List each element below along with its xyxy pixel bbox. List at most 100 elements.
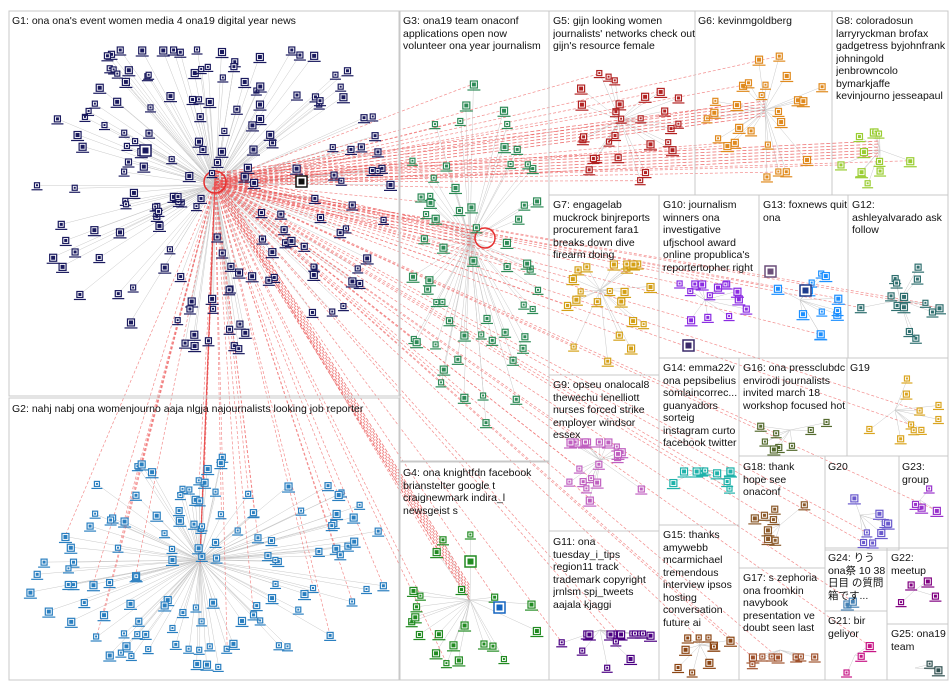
- node-g1: [253, 100, 267, 111]
- node-g6: [780, 168, 793, 178]
- node-g1: [336, 93, 350, 104]
- cross-edge: [214, 184, 476, 244]
- node-g1: [55, 220, 68, 230]
- node-g2: [324, 631, 337, 641]
- node-g1: [89, 100, 101, 109]
- node-g6: [773, 52, 786, 62]
- node-g12: [854, 304, 867, 314]
- node-g15: [686, 669, 698, 678]
- node-g2: [347, 537, 361, 548]
- edge: [182, 559, 201, 613]
- node-g1: [232, 345, 245, 355]
- edge: [199, 559, 314, 589]
- edge: [764, 109, 807, 160]
- node-g1: [290, 164, 304, 175]
- edge: [75, 184, 216, 189]
- node-g2: [247, 509, 260, 519]
- avatar-node: [682, 339, 695, 352]
- node-g17: [756, 653, 768, 662]
- edge: [764, 109, 769, 146]
- node-g15: [693, 634, 705, 643]
- node-g3: [457, 393, 471, 404]
- node-g1: [158, 263, 172, 274]
- node-g2: [209, 538, 222, 548]
- node-g1: [129, 138, 141, 147]
- cross-edge: [214, 181, 620, 635]
- node-g5: [593, 69, 605, 79]
- edge: [214, 55, 314, 186]
- node-g2: [103, 651, 117, 662]
- node-g2: [190, 604, 202, 613]
- avatar-node: [464, 555, 477, 568]
- node-g4: [486, 642, 499, 652]
- cross-edge: [214, 181, 228, 650]
- edge: [704, 299, 747, 310]
- node-g14: [690, 467, 704, 478]
- node-g2: [341, 542, 354, 552]
- cross-edge: [214, 181, 444, 248]
- node-g2: [325, 522, 338, 532]
- node-g12: [926, 308, 939, 318]
- node-g14: [677, 467, 691, 478]
- node-g2: [62, 565, 74, 574]
- edge: [177, 184, 216, 197]
- node-g6: [707, 108, 721, 119]
- edge: [799, 299, 838, 311]
- edge: [193, 184, 216, 346]
- node-g3: [518, 333, 531, 343]
- node-g2: [183, 486, 195, 495]
- edge: [199, 540, 272, 561]
- edge: [764, 109, 787, 172]
- edge: [197, 49, 216, 186]
- node-g1: [263, 130, 277, 141]
- cross-edge: [214, 181, 592, 479]
- node-g1: [167, 46, 180, 56]
- node-g14: [666, 478, 680, 490]
- cross-edge: [214, 180, 641, 183]
- node-g3: [430, 341, 442, 350]
- cross-edge: [214, 181, 870, 646]
- node-g2: [322, 482, 335, 492]
- edge: [469, 239, 524, 349]
- group-box-g2: [8, 397, 400, 681]
- edge: [214, 49, 293, 186]
- edge: [169, 95, 216, 186]
- node-g3: [505, 160, 517, 170]
- edge: [214, 104, 320, 186]
- node-g9: [579, 438, 592, 448]
- node-g1: [194, 113, 207, 123]
- node-g1: [203, 97, 217, 109]
- node-g4: [455, 585, 468, 596]
- node-g3: [475, 331, 487, 340]
- edge: [199, 559, 289, 648]
- node-g11: [644, 631, 657, 642]
- edge: [469, 83, 474, 241]
- edge: [894, 409, 923, 431]
- edge: [199, 559, 305, 594]
- edge: [133, 184, 216, 193]
- node-g3: [501, 262, 514, 273]
- edge: [619, 119, 651, 145]
- edge: [577, 269, 601, 291]
- node-g2: [193, 497, 206, 507]
- node-g10: [723, 312, 735, 322]
- edge: [435, 124, 471, 241]
- node-g1: [202, 337, 215, 347]
- edge: [599, 263, 627, 291]
- node-g17: [746, 661, 758, 670]
- edge: [441, 239, 471, 383]
- node-g1: [179, 339, 192, 349]
- edge: [199, 559, 257, 606]
- node-g3: [512, 215, 525, 225]
- edge: [469, 124, 508, 241]
- cross-edge: [214, 181, 727, 286]
- node-g2: [214, 458, 228, 470]
- node-g21: [841, 669, 853, 678]
- cross-edge: [214, 181, 335, 524]
- node-g22: [895, 599, 907, 608]
- node-g1: [256, 235, 269, 245]
- node-g19: [863, 425, 875, 435]
- node-g1: [358, 114, 371, 124]
- node-g5: [634, 177, 646, 186]
- node-g1: [217, 74, 229, 83]
